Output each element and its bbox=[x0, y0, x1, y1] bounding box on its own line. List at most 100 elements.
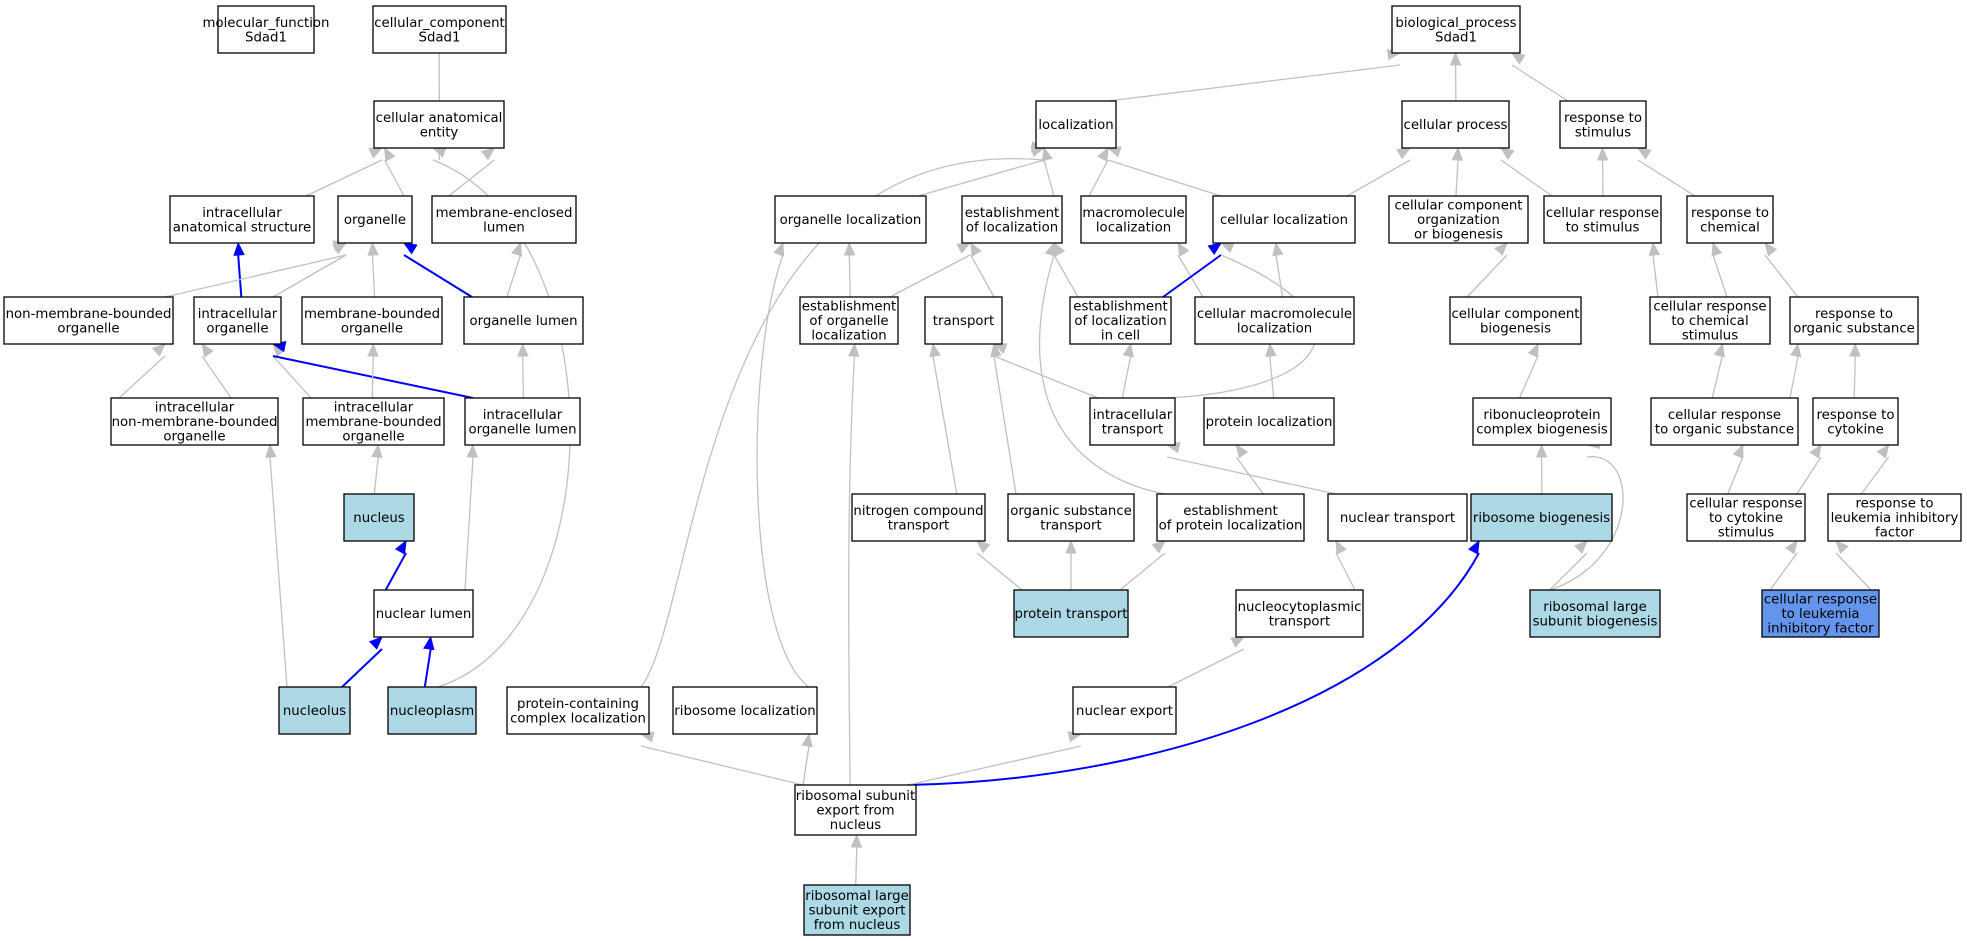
edge-arrowhead bbox=[1648, 241, 1661, 257]
term-box bbox=[924, 296, 1003, 345]
term-label-line: ribosome localization bbox=[674, 704, 815, 719]
edge-loc-to-orgloc bbox=[917, 145, 1046, 197]
term-label-line: cellular response bbox=[1653, 300, 1766, 315]
term-node-nt[interactable]: nuclear transport bbox=[1327, 493, 1468, 542]
edge-ost-to-pt bbox=[1065, 539, 1077, 590]
term-node-org[interactable]: organelle bbox=[337, 195, 413, 244]
term-box bbox=[169, 195, 315, 244]
term-box bbox=[464, 397, 581, 446]
term-label-line: nuclear export bbox=[1076, 704, 1173, 719]
term-box bbox=[217, 5, 315, 54]
term-node-ne[interactable]: nuclear export bbox=[1072, 686, 1177, 735]
term-node-ol[interactable]: organelle lumen bbox=[463, 296, 584, 345]
term-node-pt[interactable]: protein transport bbox=[1013, 589, 1129, 638]
term-node-cl[interactable]: cellular localization bbox=[1212, 195, 1356, 244]
edge-arrowhead bbox=[1335, 539, 1347, 555]
term-box bbox=[794, 784, 917, 836]
term-label-line: entity bbox=[420, 125, 459, 140]
edge-arrowhead bbox=[1835, 540, 1849, 555]
term-box bbox=[1235, 589, 1364, 638]
term-label-line: nuclear transport bbox=[1340, 511, 1455, 526]
term-box bbox=[1470, 493, 1613, 542]
term-label-line: establishment bbox=[802, 300, 896, 315]
edge-eol-to-epl bbox=[1038, 241, 1166, 495]
edge-arrowhead bbox=[1151, 540, 1167, 554]
edge-arrowhead bbox=[1219, 242, 1235, 254]
edge-arrowhead bbox=[1636, 147, 1652, 160]
term-node-nuc[interactable]: nucleus bbox=[343, 493, 415, 542]
term-box bbox=[1212, 195, 1356, 244]
term-node-cp[interactable]: cellular process bbox=[1401, 100, 1510, 149]
edge-trans-to-nct bbox=[929, 342, 958, 495]
term-node-pl[interactable]: protein localization bbox=[1203, 397, 1335, 446]
edge-arrowhead bbox=[1468, 539, 1480, 555]
term-label-line: cellular response bbox=[1668, 408, 1781, 423]
term-node-nl[interactable]: nuclear lumen bbox=[373, 589, 474, 638]
edge-crcs-to-cros bbox=[1711, 342, 1725, 399]
term-label-line: nucleus bbox=[830, 818, 881, 833]
edge-cp-to-cl bbox=[1346, 147, 1412, 197]
term-label-line: response to bbox=[1564, 111, 1642, 126]
term-box bbox=[343, 493, 415, 542]
edge-rtc-to-rtos bbox=[1764, 241, 1799, 298]
term-node-rb[interactable]: ribosome biogenesis bbox=[1470, 493, 1613, 542]
term-label-line: organic substance bbox=[1010, 504, 1132, 519]
edge-arrowhead bbox=[1527, 342, 1539, 358]
term-box bbox=[1401, 100, 1510, 149]
term-label-line: of localization bbox=[1074, 314, 1166, 329]
term-node-inmbo[interactable]: intracellularnon-membrane-boundedorganel… bbox=[110, 397, 279, 446]
edge-arrowhead bbox=[1764, 241, 1778, 257]
term-label-line: protein transport bbox=[1015, 607, 1128, 622]
term-node-ncpl[interactable]: nucleoplasm bbox=[387, 686, 477, 735]
term-box bbox=[1156, 493, 1305, 542]
edge-arrowhead bbox=[929, 342, 941, 358]
term-label-line: cellular component bbox=[1451, 307, 1579, 322]
term-node-orgloc[interactable]: organelle localization bbox=[774, 195, 927, 244]
term-node-nclo[interactable]: nucleolus bbox=[278, 686, 351, 735]
term-node-trans[interactable]: transport bbox=[924, 296, 1003, 345]
edge-org-to-nmbo bbox=[164, 240, 348, 298]
edge-cl-to-cmml bbox=[1272, 241, 1284, 298]
term-node-loc[interactable]: localization bbox=[1035, 100, 1117, 149]
term-node-rl[interactable]: ribosome localization bbox=[672, 686, 818, 735]
term-box bbox=[1472, 397, 1612, 446]
